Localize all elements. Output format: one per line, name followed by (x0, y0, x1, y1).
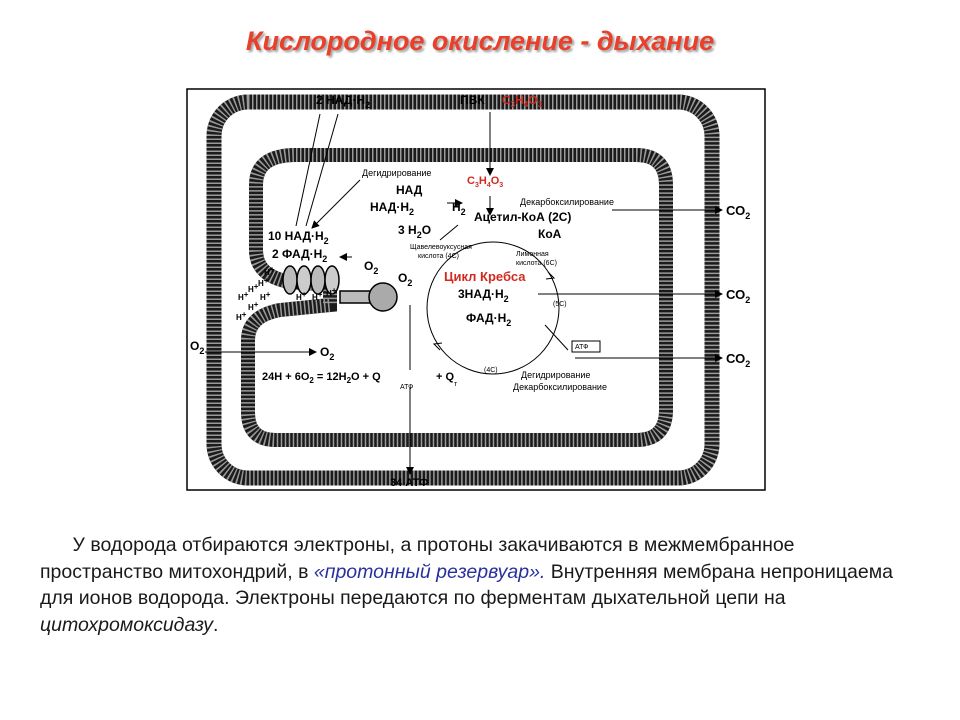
caption-part-1: У водорода отбираются электроны, а прото… (40, 534, 795, 583)
krebs-cycle-label: Цикл Кребса (444, 269, 526, 284)
co2-label-2: СО2 (726, 287, 750, 305)
caption-part-2: Внутренняя мембрана непроницаема для ион… (40, 560, 893, 610)
atp-synthase (339, 282, 398, 312)
svg-text:АТФ: АТФ (575, 344, 589, 351)
citric-acid-label: Лимонная (516, 251, 549, 258)
two-fadh2-label: 2 ФАД·Н2 (272, 247, 327, 264)
svg-text:Н+: Н+ (326, 286, 337, 298)
nadh2-label: НАД·Н2 (370, 200, 414, 217)
coa-label: КоА (538, 227, 562, 241)
proton-reservoir-highlight: «протонный резервуар». (313, 560, 546, 583)
decarboxylation-top: Декарбоксилирование (520, 197, 614, 207)
oxaloacetic-label: Щавелевоуксусная (410, 244, 472, 251)
equation-label: 24Н + 6О2 = 12Н2О + Q (262, 371, 381, 385)
decarboxylation-bottom: Декарбоксилирование (513, 382, 607, 392)
o2-a-label: О2 (364, 259, 378, 276)
proton-labels: Н+ Н+ Н+ Н+ Н+ Н+ Н+ Н+ Н+ Н+ (236, 265, 337, 322)
o2-mid-label: О2 (320, 345, 334, 362)
h2-label: Н2 (452, 200, 466, 217)
five-c-label: (5С) (553, 301, 567, 308)
pvk-formula: С3Н4О3 (502, 93, 543, 109)
co2-label-1: СО2 (726, 203, 750, 221)
fadh2-label: ФАД·Н2 (466, 311, 511, 328)
pvk-label: ПВК (460, 93, 485, 107)
atp-total-label: 34 АТФ (390, 477, 428, 489)
slide-title: Кислородное окисление - дыхание (245, 26, 715, 56)
water-label: 3 Н2О (398, 223, 431, 240)
caption-text: У водорода отбираются электроны, а прото… (40, 532, 900, 638)
cytochrome-oxidase-term: цитохромоксидазу (40, 613, 214, 636)
svg-text:Н+: Н+ (264, 265, 275, 277)
svg-text:кислота (6С): кислота (6С) (516, 260, 557, 267)
nad-label: НАД (396, 183, 423, 197)
co2-label-3: СО2 (726, 351, 750, 369)
four-c-label: (4С) (484, 367, 498, 374)
acetyl-coa-label: Ацетил-КоА (2С) (474, 210, 571, 224)
svg-text:кислота (4С): кислота (4С) (418, 253, 459, 260)
svg-text:Н+: Н+ (296, 290, 307, 302)
q-label: + Q (436, 371, 454, 383)
svg-text:Н+: Н+ (238, 290, 249, 302)
o2-b-label: О2 (398, 271, 412, 288)
dehydrogenation-bottom: Дегидрирование (521, 370, 590, 380)
atp-sub-label: АТФ (400, 384, 414, 391)
svg-text:Н+: Н+ (248, 282, 259, 294)
proton-channels (282, 265, 340, 295)
krebs-cycle-circle (426, 241, 560, 375)
svg-text:Н+: Н+ (248, 300, 259, 312)
ten-nadh2-label: 10 НАД·Н2 (268, 229, 329, 246)
svg-text:Н+: Н+ (236, 310, 247, 322)
dehydrogenation-top: Дегидрирование (362, 168, 431, 178)
svg-text:Н+: Н+ (260, 290, 271, 302)
q-sub-label: т (454, 381, 458, 388)
inner-formula: С3Н4О3 (467, 175, 503, 189)
caption-part-3: . (213, 613, 219, 636)
top-nadh-label: 2 НАД·Н2 (316, 93, 370, 110)
atp-box (571, 340, 601, 353)
three-nadh2-label: 3НАД·Н2 (458, 287, 509, 304)
svg-text:Н+: Н+ (312, 290, 323, 302)
o2-left-label: О2 (190, 339, 204, 356)
svg-text:Н+: Н+ (258, 276, 269, 288)
